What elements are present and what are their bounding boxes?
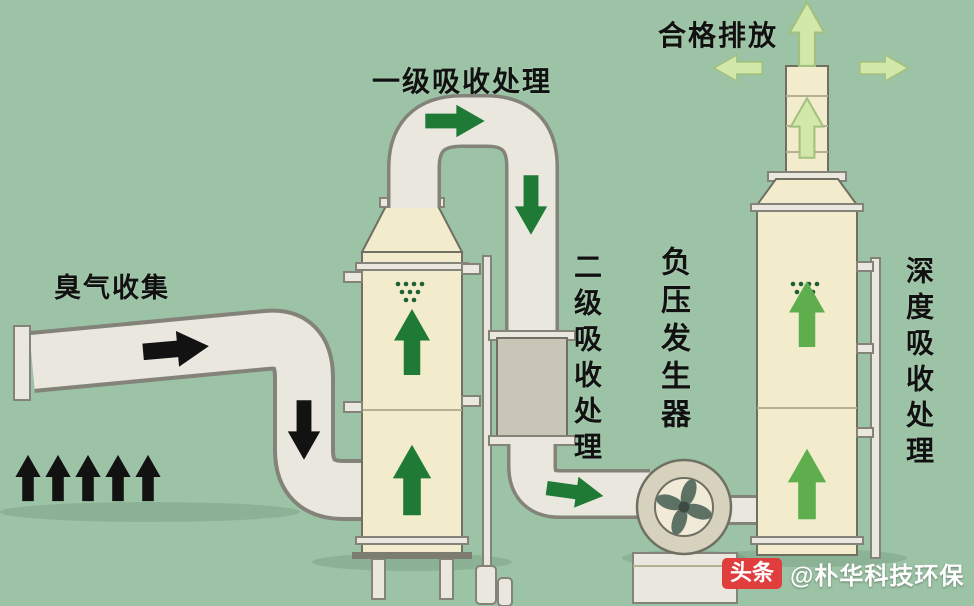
fan-blades-icon xyxy=(656,479,712,535)
spray-dots-1 xyxy=(395,281,425,303)
tower-2 xyxy=(750,65,881,559)
label-qualified-emission: 合格排放 xyxy=(658,20,779,51)
drain-pipe xyxy=(475,255,513,606)
right-arrow-icon xyxy=(858,53,910,83)
tower1-base xyxy=(352,552,472,559)
up-arrow-icon xyxy=(788,1,826,67)
fan-base xyxy=(632,552,738,604)
intake-arrows xyxy=(15,454,161,502)
label-stage1-absorption: 一级吸收处理 xyxy=(372,66,553,97)
left-arrow-icon xyxy=(712,53,764,83)
tower-1 xyxy=(343,197,481,600)
label-deep-absorption: 深度吸收处理 xyxy=(903,256,934,472)
watermark-badge: 头条 xyxy=(722,558,783,589)
watermark: 头条 @朴华科技环保 xyxy=(722,556,964,591)
label-negative-pressure-generator: 负压发生器 xyxy=(656,246,689,436)
recirculation-pipe xyxy=(856,257,881,559)
inlet-flange xyxy=(13,325,31,401)
label-stage2-absorption: 二级吸收处理 xyxy=(571,252,602,468)
fan xyxy=(632,458,738,604)
label-odor-collection: 臭气收集 xyxy=(54,273,170,303)
watermark-handle: @朴华科技环保 xyxy=(790,563,965,590)
stage2-absorber-box xyxy=(488,330,576,446)
